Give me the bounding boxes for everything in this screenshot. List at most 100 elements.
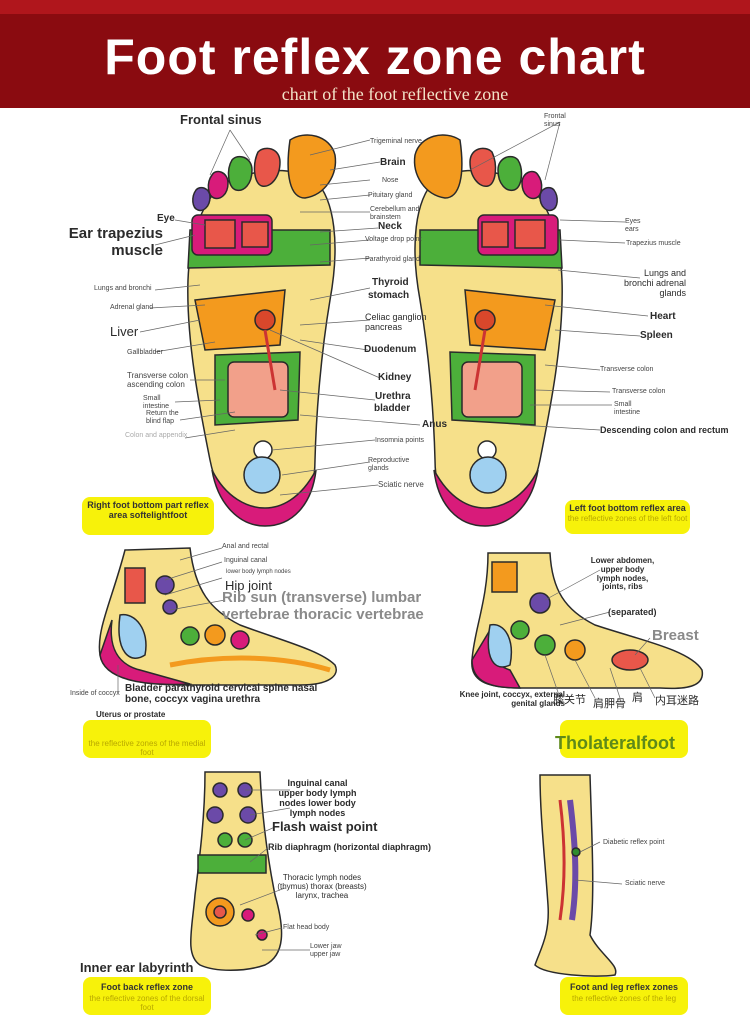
label-sciatic-nerve-top: Sciatic nerve	[378, 480, 424, 489]
right-toe-5	[192, 186, 211, 212]
sole-leader-lines	[139, 121, 649, 496]
left-lung-red-2	[481, 221, 509, 248]
label-trapezius-right: Trapezius muscle	[626, 240, 681, 247]
label-trigeminal-nerve: Trigeminal nerve	[370, 138, 422, 145]
page-title: Foot reflex zone chart	[104, 29, 646, 85]
label-duodenum: Duodenum	[364, 344, 417, 355]
left-toe-3	[497, 155, 523, 192]
label-transverse-right: Transverse colon	[600, 366, 654, 373]
label-rib-sun: Rib sun (transverse) lumbar vertebrae th…	[222, 589, 424, 623]
label-eyes-ears: Eyes ears	[625, 218, 641, 233]
right-kidney	[254, 309, 276, 331]
label-lower-jaw: Lower jaw	[310, 943, 342, 950]
label-lower-abdomen: Lower abdomen, upper body lymph nodes, j…	[590, 556, 655, 592]
page-subtitle: chart of the foot reflective zone	[281, 84, 509, 104]
left-foot-sole	[413, 134, 563, 527]
left-toe-4	[521, 170, 543, 200]
label-tholateral-foot: Tholateralfoot	[555, 733, 675, 753]
label-ear-trapezius: Ear trapezius muscle	[68, 225, 163, 259]
label-gallbladder: Gallbladder	[127, 349, 163, 356]
badge-leg: Foot and leg reflex zones the reflective…	[560, 977, 688, 1015]
label-lungs-adrenal-right: Lungs and bronchi adrenal glands	[623, 268, 686, 298]
right-toe-3	[227, 155, 253, 192]
leg	[534, 774, 617, 977]
header-strip	[0, 0, 750, 14]
label-spleen: Spleen	[640, 330, 673, 341]
label-diabetic-point: Diabetic reflex point	[603, 839, 665, 846]
label-lungs-bronchi-left: Lungs and bronchi	[94, 285, 152, 292]
label-frontal-sinus-left: Frontal sinus	[180, 112, 262, 127]
label-colon-appendix: Colon and appendix	[125, 432, 188, 439]
label-cn-inner-ear: 内耳迷路	[655, 695, 699, 707]
label-breast: Breast	[652, 627, 699, 644]
label-cn-knee: 膝关节	[553, 694, 586, 706]
dorsal-green-band	[197, 854, 267, 874]
label-cn-shoulder: 肩	[632, 692, 643, 704]
dorsal-toe-dot-2	[256, 929, 268, 941]
badge-medial-foot: the reflective zones of the medial foot	[83, 720, 211, 758]
badge-lateral-foot	[560, 720, 688, 758]
medial-spine-3	[230, 630, 250, 650]
section-leader-lines	[117, 547, 656, 951]
badge-dorsal-sub: the reflective zones of the dorsal foot	[89, 994, 205, 1012]
dorsal-foot	[190, 771, 283, 971]
label-celiac-ganglion: Celiac ganglion pancreas	[365, 312, 427, 332]
label-inside-coccyx: Inside of coccyx	[70, 690, 120, 697]
left-ureter	[473, 329, 487, 391]
label-frontal-sinus-right: Frontal sinus	[544, 113, 566, 128]
left-intestine	[461, 361, 523, 418]
label-kidney: Kidney	[378, 372, 412, 383]
label-hip-joint: Hip joint	[225, 578, 272, 593]
lateral-joint-1	[534, 634, 556, 656]
lateral-purple	[529, 592, 551, 614]
lateral-green	[510, 620, 530, 640]
left-heel-magenta	[433, 469, 539, 527]
label-urethra: Urethra	[375, 391, 411, 402]
right-liver	[194, 289, 286, 351]
label-voltage-drop: Voltage drop point	[365, 236, 422, 243]
right-lung-red-2	[241, 221, 269, 248]
label-parathyroid: Parathyroid gland	[365, 256, 420, 263]
label-liver: Liver	[110, 324, 139, 339]
header-banner: Foot reflex zone chart chart of the foot…	[0, 0, 750, 108]
dorsal-lymph-1	[212, 782, 228, 798]
label-anal-rectal: Anal and rectal	[222, 543, 269, 550]
label-anus: Anus	[422, 419, 447, 430]
right-toe-big	[287, 134, 337, 199]
right-toe-2	[253, 147, 281, 187]
label-insomnia: Insomnia points	[375, 437, 425, 444]
medial-red-zone	[124, 567, 146, 604]
medial-spine-2	[204, 624, 226, 646]
label-transverse-right-2: Transverse colon	[612, 388, 666, 395]
medial-arch-orange	[169, 655, 331, 673]
medial-uterus	[118, 614, 147, 659]
badge-left-foot-sub: the reflective zones of the left foot	[567, 514, 688, 523]
label-rib-diaphragm: Rib diaphragm (horizontal diaphragm)	[268, 842, 432, 852]
diabetic-point	[571, 847, 581, 857]
leg-sciatic-red	[558, 799, 566, 921]
label-thyroid: Thyroid	[372, 277, 409, 288]
dorsal-lymph-4	[239, 806, 257, 824]
label-bladder: bladder	[374, 403, 411, 414]
badge-leg-main: Foot and leg reflex zones	[569, 982, 679, 992]
lateral-breast	[611, 649, 649, 671]
right-intestine	[227, 361, 289, 418]
badge-right-foot-main: Right foot bottom part reflex area softe…	[87, 500, 209, 520]
label-upper-jaw: upper jaw	[310, 951, 341, 958]
label-descending-colon: Descending colon and rectum	[600, 425, 729, 435]
lateral-orange-zone	[491, 561, 518, 593]
label-flat-head: Flat head body	[283, 924, 330, 931]
label-pituitary: Pituitary gland	[368, 192, 413, 199]
left-reproductive	[469, 456, 507, 494]
label-cerebellum: Cerebellum and brainstem	[370, 206, 420, 221]
label-eye-left: Eye	[157, 213, 175, 224]
right-foot-sole	[187, 134, 337, 527]
badge-dorsal-main: Foot back reflex zone	[100, 982, 194, 992]
label-heart: Heart	[650, 311, 676, 322]
label-inguinal-medial: Inguinal canal	[224, 557, 268, 564]
dorsal-chest-inner	[213, 905, 227, 919]
left-heart	[464, 289, 556, 351]
left-lung-red	[514, 219, 546, 249]
label-thoracic-lymph: Thoracic lymph nodes (thymus) thorax (br…	[277, 873, 367, 900]
